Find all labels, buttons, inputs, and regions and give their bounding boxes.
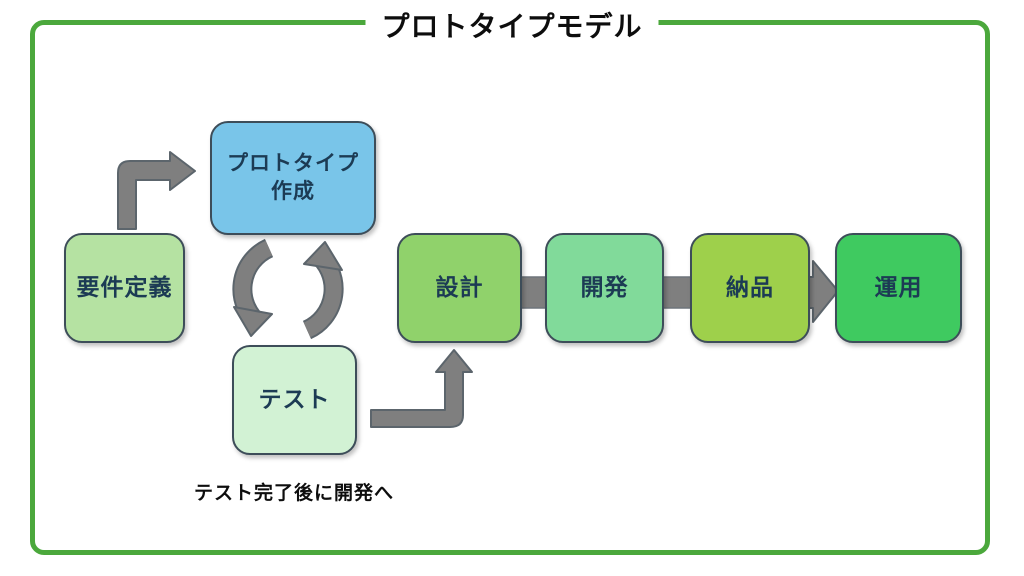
node-test: テスト — [232, 345, 357, 455]
arrow-requirements-to-prototype-icon — [117, 151, 196, 230]
node-prototype: プロトタイプ 作成 — [210, 121, 376, 235]
arrow-test-to-design-icon — [370, 349, 473, 428]
node-delivery: 納品 — [690, 233, 810, 343]
node-operation: 運用 — [835, 233, 962, 343]
node-development: 開発 — [545, 233, 664, 343]
cycle-arrows-icon — [232, 238, 344, 340]
caption-test-complete: テスト完了後に開発へ — [194, 483, 395, 504]
node-requirements: 要件定義 — [64, 233, 185, 343]
node-design: 設計 — [397, 233, 522, 343]
diagram-title: プロトタイプモデル — [365, 5, 659, 45]
